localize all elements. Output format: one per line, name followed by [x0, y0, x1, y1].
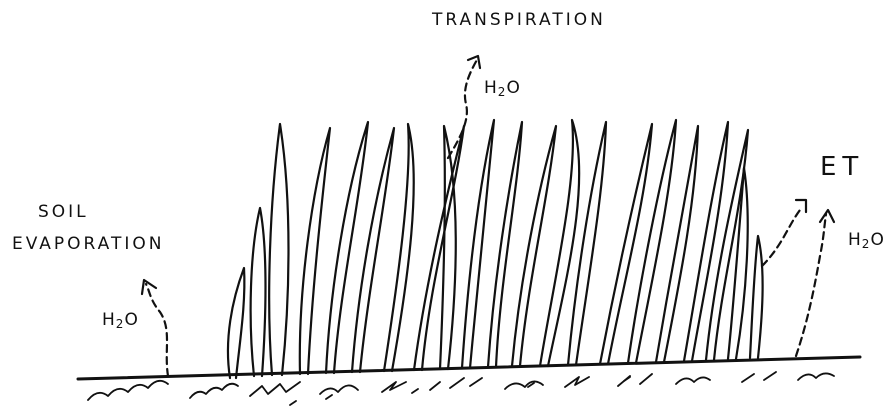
et-label: ET	[820, 152, 864, 182]
soil-evaporation-arrow	[146, 284, 168, 376]
h2o-soil-label: H2O	[102, 310, 139, 331]
et-arrowhead-left	[796, 200, 806, 212]
grass-blade	[750, 236, 763, 358]
transpiration-arrow	[448, 58, 478, 158]
h2o-transpiration-label: H2O	[484, 78, 521, 99]
grass-blade	[684, 122, 728, 361]
grass-blade	[269, 124, 288, 375]
soil-label: SOIL	[38, 202, 89, 222]
et-arrow-right	[796, 214, 826, 356]
et-arrow-left	[762, 210, 800, 266]
grass-blade	[728, 168, 748, 359]
h2o-et-label: H2O	[848, 230, 885, 251]
grass-blade	[251, 208, 266, 376]
grass-blade	[540, 120, 579, 366]
evaporation-label: EVAPORATION	[12, 234, 164, 254]
transpiration-label: TRANSPIRATION	[432, 10, 606, 30]
grass-blade	[300, 128, 330, 374]
grass-blade	[656, 126, 698, 362]
plant-canopy	[228, 120, 763, 378]
grass-blade	[228, 268, 244, 378]
et-arrowhead-right	[820, 210, 834, 222]
grass-blade	[384, 124, 414, 371]
grass-blade	[326, 122, 368, 373]
grass-blade	[352, 128, 394, 372]
grass-blade	[600, 124, 652, 364]
grass-blade	[462, 120, 494, 368]
grass-blade	[568, 122, 606, 365]
grass-blade	[628, 120, 676, 363]
grass-blade	[440, 126, 456, 369]
